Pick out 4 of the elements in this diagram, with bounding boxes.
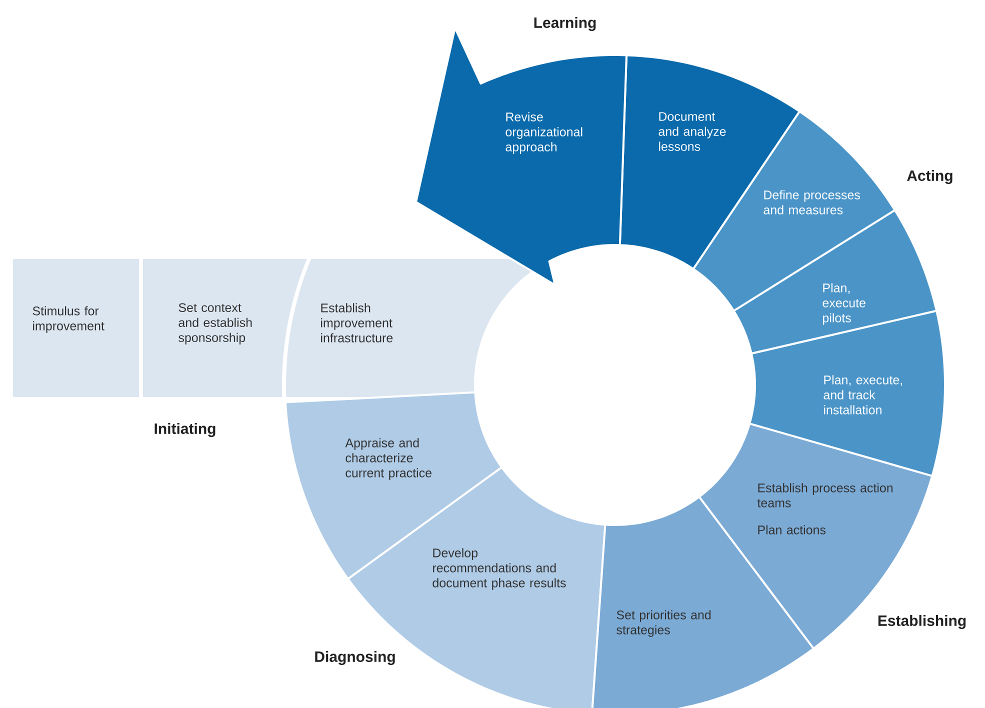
phase-label: Initiating (154, 422, 216, 438)
phase-label: Acting (907, 170, 952, 184)
ring-segment: Stimulus for improvement (11, 257, 141, 399)
ring-segment: Establish improvement infrastructure (284, 257, 558, 399)
